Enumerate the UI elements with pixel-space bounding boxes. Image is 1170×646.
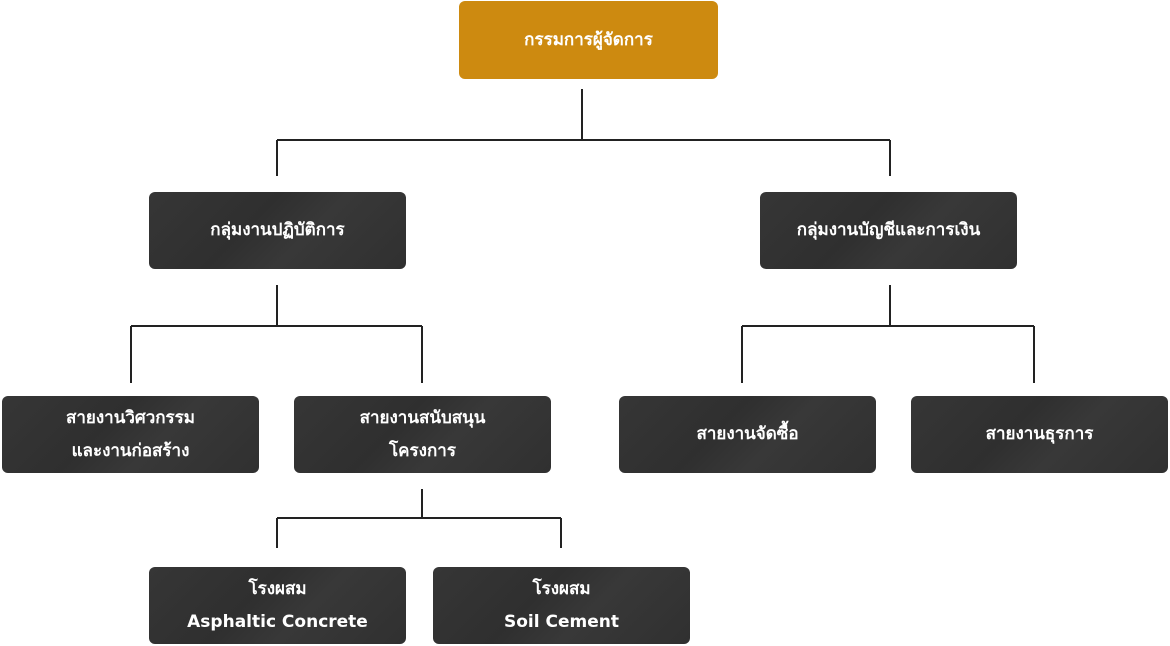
node-admin: สายงานธุรการ (911, 396, 1168, 473)
node-label: กลุ่มงานปฏิบัติการ (210, 220, 345, 240)
node-label: กรรมการผู้จัดการ (524, 29, 653, 50)
node-label: และงานก่อสร้าง (71, 440, 190, 461)
node-asphalt-plant: โรงผสม Asphaltic Concrete (149, 567, 406, 644)
node-procurement: สายงานจัดซื้อ (619, 396, 876, 473)
node-label: Soil Cement (504, 611, 619, 632)
node-label: โรงผสม (248, 578, 307, 599)
node-label: สายงานวิศวกรรม (66, 407, 195, 428)
node-operations-group: กลุ่มงานปฏิบัติการ (149, 192, 406, 269)
node-label: กลุ่มงานบัญชีและการเงิน (796, 220, 981, 240)
node-finance-group: กลุ่มงานบัญชีและการเงิน (760, 192, 1017, 269)
node-label: โรงผสม (532, 578, 591, 599)
connector-finance (741, 285, 1035, 383)
node-label: สายงานสนับสนุน (359, 407, 486, 428)
connector-board (276, 89, 891, 176)
node-soil-cement-plant: โรงผสม Soil Cement (433, 567, 690, 644)
connector-project-support (276, 489, 562, 548)
node-label: โครงการ (389, 440, 456, 461)
node-label: สายงานจัดซื้อ (696, 424, 799, 444)
node-managing-director: กรรมการผู้จัดการ (459, 1, 718, 79)
node-project-support: สายงานสนับสนุน โครงการ (294, 396, 551, 473)
connector-operations (130, 285, 423, 383)
node-label: Asphaltic Concrete (187, 611, 368, 632)
node-engineering: สายงานวิศวกรรม และงานก่อสร้าง (2, 396, 259, 473)
node-label: สายงานธุรการ (985, 424, 1094, 444)
